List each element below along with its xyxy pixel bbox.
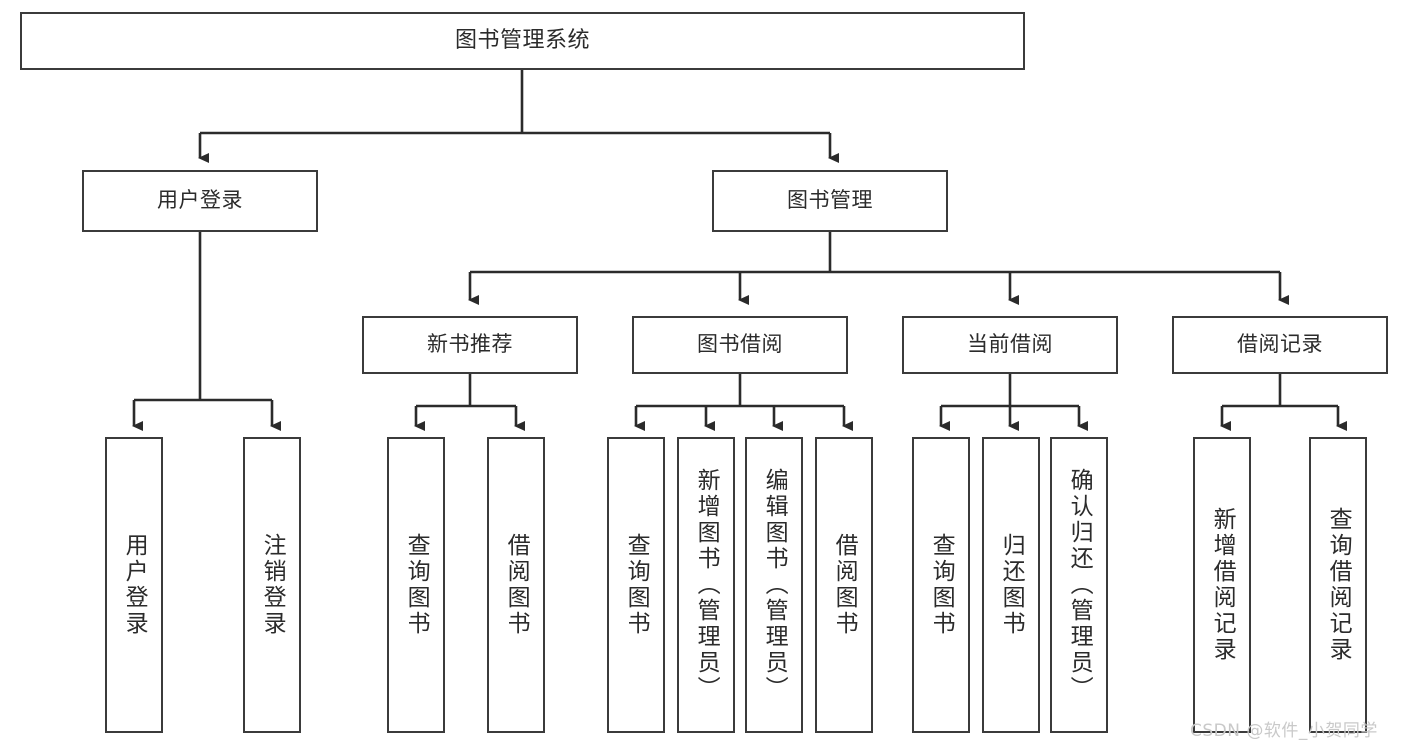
leaf-label: 查询图书: [403, 533, 430, 637]
leaf-current-return-book[interactable]: 归还图书: [982, 437, 1040, 733]
leaf-recommend-query-book[interactable]: 查询图书: [387, 437, 445, 733]
node-borrow-records[interactable]: 借阅记录: [1172, 316, 1388, 374]
leaf-label: 借阅图书: [503, 533, 530, 637]
leaf-label: 确认归还（管理员）: [1066, 468, 1093, 702]
leaf-label: 归还图书: [998, 533, 1025, 637]
leaf-label: 注销登录: [259, 533, 286, 637]
leaf-user-login-logout[interactable]: 注销登录: [243, 437, 301, 733]
node-current-borrow-label: 当前借阅: [967, 332, 1053, 357]
leaf-label: 查询图书: [623, 533, 650, 637]
leaf-borrow-query-book[interactable]: 查询图书: [607, 437, 665, 733]
leaf-label: 新增图书（管理员）: [693, 468, 720, 702]
leaf-current-query-book[interactable]: 查询图书: [912, 437, 970, 733]
node-user-login[interactable]: 用户登录: [82, 170, 318, 232]
leaf-records-add-record[interactable]: 新增借阅记录: [1193, 437, 1251, 733]
leaf-user-login-login[interactable]: 用户登录: [105, 437, 163, 733]
node-book-borrow[interactable]: 图书借阅: [632, 316, 848, 374]
node-book-borrow-label: 图书借阅: [697, 332, 783, 357]
node-book-management-label: 图书管理: [787, 188, 873, 213]
leaf-label: 查询图书: [928, 533, 955, 637]
leaf-label: 用户登录: [121, 533, 148, 637]
leaf-label: 编辑图书（管理员）: [761, 468, 788, 702]
leaf-recommend-borrow-book[interactable]: 借阅图书: [487, 437, 545, 733]
node-book-management[interactable]: 图书管理: [712, 170, 948, 232]
leaf-label: 借阅图书: [831, 533, 858, 637]
leaf-borrow-edit-book[interactable]: 编辑图书（管理员）: [745, 437, 803, 733]
leaf-label: 查询借阅记录: [1325, 507, 1352, 663]
leaf-borrow-borrow-book[interactable]: 借阅图书: [815, 437, 873, 733]
leaf-borrow-add-book[interactable]: 新增图书（管理员）: [677, 437, 735, 733]
node-root-label: 图书管理系统: [454, 27, 590, 53]
node-user-login-label: 用户登录: [157, 188, 243, 213]
leaf-records-query-record[interactable]: 查询借阅记录: [1309, 437, 1367, 733]
node-new-book-recommend-label: 新书推荐: [427, 332, 513, 357]
node-root[interactable]: 图书管理系统: [20, 12, 1025, 70]
node-new-book-recommend[interactable]: 新书推荐: [362, 316, 578, 374]
leaf-current-confirm-return[interactable]: 确认归还（管理员）: [1050, 437, 1108, 733]
leaf-label: 新增借阅记录: [1209, 507, 1236, 663]
node-current-borrow[interactable]: 当前借阅: [902, 316, 1118, 374]
node-borrow-records-label: 借阅记录: [1237, 332, 1323, 357]
